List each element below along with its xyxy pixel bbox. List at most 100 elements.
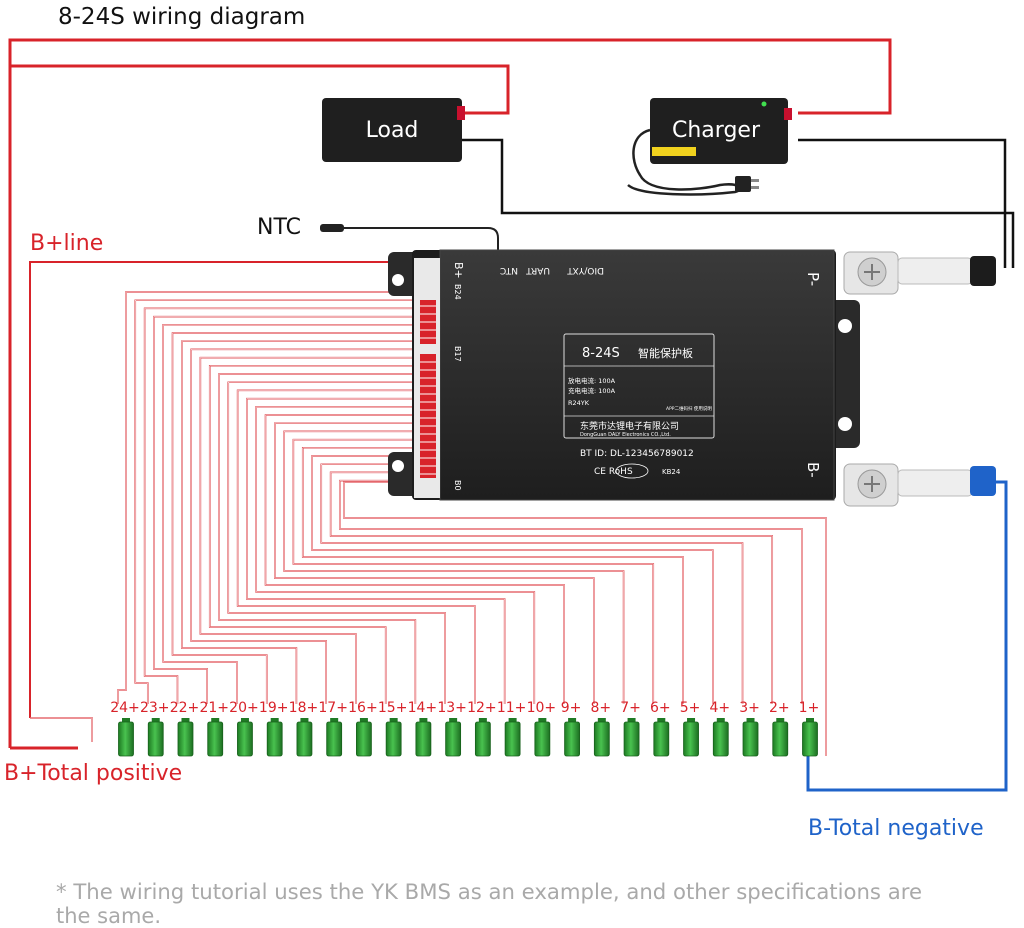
battery-cell bbox=[474, 718, 491, 757]
battery-cell bbox=[712, 718, 729, 757]
bms-p-minus-text: P- bbox=[804, 272, 822, 286]
balance-wire-highlight bbox=[218, 373, 420, 704]
balance-wire-highlight bbox=[153, 316, 420, 704]
balance-wire-highlight bbox=[265, 414, 565, 704]
battery-cell bbox=[742, 718, 759, 757]
b-minus-total-label: B-Total negative bbox=[808, 816, 984, 841]
cell-label: 13+ bbox=[437, 700, 467, 716]
battery-cell bbox=[177, 718, 194, 757]
cell-label: 10+ bbox=[527, 700, 557, 716]
diagram-title: 8-24S wiring diagram bbox=[58, 4, 305, 30]
balance-wire-highlight bbox=[339, 480, 803, 704]
bms-label-title: 8-24S bbox=[582, 346, 620, 361]
bms-company-en: DongGuan DALY Electronics CO.,Ltd. bbox=[580, 432, 671, 438]
b-total-negative-wire bbox=[806, 480, 1008, 792]
cell-label: 4+ bbox=[709, 700, 730, 716]
balance-wire-highlight bbox=[237, 390, 476, 704]
balance-wire-highlight bbox=[181, 340, 420, 704]
bms-b-plus-text: B+ bbox=[452, 262, 465, 279]
balance-wire bbox=[199, 356, 420, 704]
battery-cell bbox=[683, 718, 699, 757]
bms-cert-text: CE RoHS bbox=[594, 467, 633, 477]
balance-wire-highlight bbox=[330, 472, 773, 704]
bms-port-uart-text: UART bbox=[526, 265, 550, 275]
battery-cell bbox=[802, 718, 818, 757]
cell-label: 22+ bbox=[170, 700, 200, 716]
cell-label: 17+ bbox=[318, 700, 348, 716]
bms-board: B+ B24 B17 B0 DIO/YXT UART NTC P- B- 8-2… bbox=[388, 249, 860, 501]
battery-cell bbox=[445, 718, 462, 757]
bms-b0-text: B0 bbox=[453, 480, 462, 491]
balance-wire bbox=[143, 307, 420, 704]
load-negative-wire bbox=[462, 138, 1015, 268]
connector-pin-lines bbox=[420, 305, 436, 475]
bms-b24-text: B24 bbox=[453, 284, 462, 300]
battery-cell bbox=[356, 718, 372, 757]
charger-negative-wire bbox=[798, 138, 1007, 268]
bms-port-ntc-text: NTC bbox=[500, 265, 518, 275]
balance-wire bbox=[181, 340, 420, 704]
battery-cell-labels: 24+23+22+21+20+19+18+17+16+15+14+13+12+1… bbox=[110, 700, 819, 716]
battery-cell bbox=[772, 718, 789, 757]
cell-label: 23+ bbox=[140, 700, 170, 716]
balance-wire-highlight bbox=[302, 447, 684, 704]
balance-wire-highlight bbox=[274, 422, 595, 704]
bms-b-minus-text: B- bbox=[804, 462, 822, 478]
balance-wire bbox=[134, 299, 420, 704]
cell-label: 20+ bbox=[229, 700, 259, 716]
cell-label: 12+ bbox=[467, 700, 497, 716]
battery-cell bbox=[653, 718, 670, 757]
charger-device: Charger bbox=[627, 98, 792, 196]
bms-port-dio-text: DIO/YXT bbox=[567, 265, 604, 275]
cell-label: 21+ bbox=[199, 700, 229, 716]
battery-cell bbox=[534, 718, 551, 757]
balance-wire bbox=[329, 471, 774, 704]
balance-wire bbox=[30, 717, 93, 742]
battery-cells bbox=[118, 718, 818, 757]
battery-cell bbox=[296, 718, 313, 757]
balance-wire-highlight bbox=[228, 381, 446, 704]
battery-cell bbox=[237, 718, 253, 757]
cell-label: 19+ bbox=[259, 700, 289, 716]
balance-wire-highlight bbox=[117, 291, 420, 704]
cell-label: 18+ bbox=[289, 700, 319, 716]
b-plus-line-label: B+line bbox=[30, 231, 103, 256]
cell-label: 16+ bbox=[348, 700, 378, 716]
footnote-line-1: * The wiring tutorial uses the YK BMS as… bbox=[56, 880, 922, 904]
b-plus-sense-wire bbox=[29, 261, 405, 718]
negative-output-wires bbox=[462, 138, 1015, 268]
balance-wire-highlight bbox=[343, 481, 827, 756]
p-minus-terminal bbox=[843, 251, 996, 295]
balance-wire-highlight bbox=[30, 717, 93, 742]
cell-label: 9+ bbox=[561, 700, 582, 716]
battery-cell bbox=[504, 718, 521, 757]
bms-company-cn: 东莞市达锂电子有限公司 bbox=[580, 420, 679, 432]
battery-cell bbox=[564, 718, 580, 757]
battery-cell bbox=[415, 718, 432, 757]
bms-label-cn-title: 智能保护板 bbox=[638, 346, 693, 360]
cell-label: 6+ bbox=[650, 700, 671, 716]
balance-wire-highlight bbox=[144, 308, 420, 704]
balance-wire bbox=[208, 365, 420, 704]
cell-label: 24+ bbox=[110, 700, 140, 716]
footnote-line-2: the same. bbox=[56, 904, 161, 928]
cell-label: 1+ bbox=[799, 700, 820, 716]
rohs-badge bbox=[615, 463, 649, 479]
balance-wire-highlight bbox=[246, 398, 505, 704]
bms-b17-text: B17 bbox=[453, 346, 462, 362]
battery-cell bbox=[147, 718, 164, 757]
cell-label: 3+ bbox=[739, 700, 760, 716]
cell-label: 11+ bbox=[497, 700, 527, 716]
bms-bt-id: BT ID: DL-123456789012 bbox=[580, 449, 694, 459]
bms-app-note: APP二维码扫 使用说明 bbox=[666, 405, 712, 412]
balance-wire-highlight bbox=[321, 463, 743, 704]
cell-label: 5+ bbox=[680, 700, 701, 716]
balance-wire-highlight bbox=[311, 455, 714, 704]
bms-spec-discharge: 放电电流: 100A bbox=[568, 376, 616, 385]
load-positive-wire bbox=[8, 64, 510, 748]
battery-cell bbox=[623, 718, 640, 757]
battery-cell bbox=[385, 718, 402, 757]
b-plus-total-label: B+Total positive bbox=[4, 761, 182, 786]
